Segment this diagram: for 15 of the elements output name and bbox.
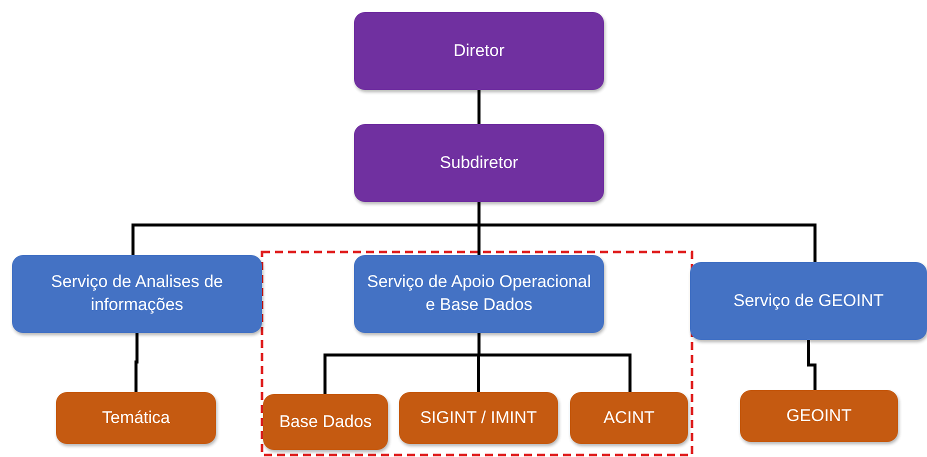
director-box: Diretor — [354, 12, 604, 90]
deputy-director-box: Subdiretor — [354, 124, 604, 202]
connector-line — [807, 340, 816, 390]
service-box: Serviço de Apoio Operacional e Base Dados — [354, 255, 604, 333]
connector-line — [478, 90, 480, 124]
unit-box: Base Dados — [263, 394, 388, 450]
connector-line — [478, 202, 816, 262]
connector-line — [134, 333, 138, 392]
unit-box: Temática — [56, 392, 216, 444]
unit-box: ACINT — [570, 392, 688, 444]
service-box: Serviço de Analises de informações — [12, 255, 262, 333]
service-box: Serviço de GEOINT — [690, 262, 927, 340]
unit-box: GEOINT — [740, 390, 898, 442]
connector-line — [478, 333, 632, 392]
unit-box: SIGINT / IMINT — [399, 392, 558, 444]
